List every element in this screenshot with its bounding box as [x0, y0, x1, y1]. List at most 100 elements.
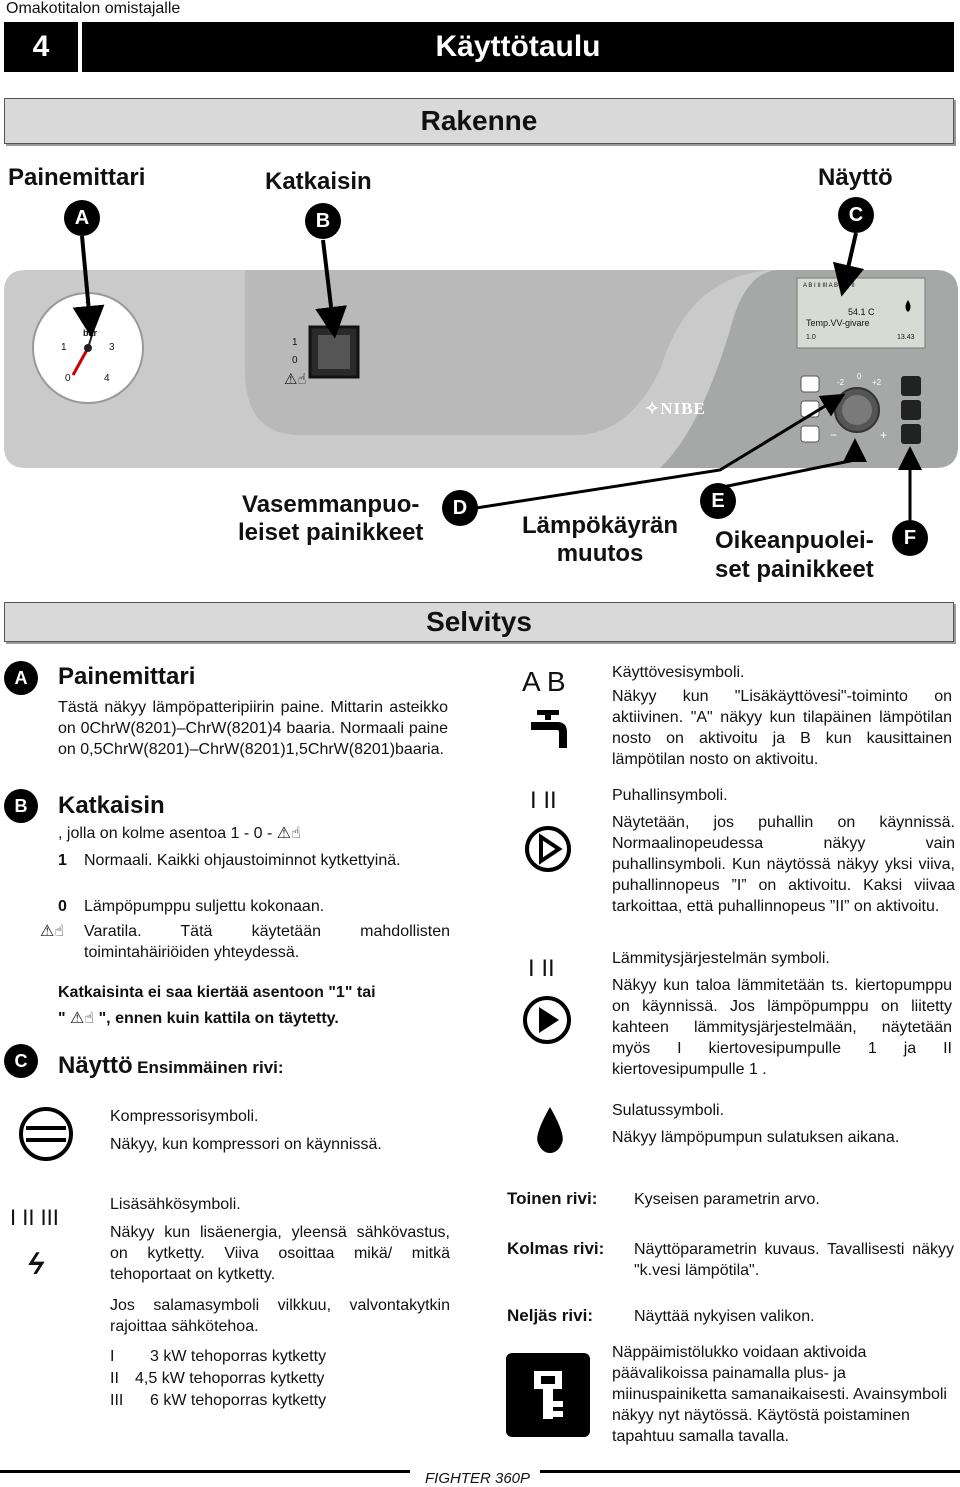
text-pressure-gauge: Tästä näkyy lämpöpatteripiirin paine. Mi…	[58, 699, 448, 758]
switch-item1-key: 1	[58, 852, 67, 869]
label-right-buttons: Oikeanpuolei- set painikkeet	[715, 527, 874, 583]
text-switch-intro: , jolla on kolme asentoa 1 - 0 - ⚠☝	[58, 823, 301, 844]
chapter-number: 4	[32, 30, 50, 63]
heating-title: Lämmitysjärjestelmän symboli.	[612, 950, 830, 967]
electric-title: Lisäsähkösymboli.	[110, 1196, 241, 1213]
electric-step-text-1: 3 kW tehoporras kytketty	[150, 1348, 327, 1365]
heading-switch: Katkaisin	[58, 792, 165, 819]
letter-badge-c-explanation: C	[4, 1044, 38, 1078]
letter-badge-b-explanation: B	[4, 789, 38, 823]
row2-text: Kyseisen parametrin arvo.	[634, 1191, 820, 1208]
electric-steps-icon-label: I II III	[10, 1205, 59, 1230]
key-lock-icon	[506, 1353, 590, 1437]
heating-text: Näkyy kun taloa lämmitetään ts. kiertopu…	[612, 977, 952, 1078]
section-title-structure: Rakenne	[4, 98, 954, 144]
label-switch: Katkaisin	[265, 168, 372, 195]
fan-title: Puhallinsymboli.	[612, 787, 728, 804]
chapter-title: Käyttötaulu	[435, 30, 601, 63]
display-row1: A B I II III A B I II I II	[803, 283, 855, 289]
display-row4-left: 1.0	[806, 334, 816, 341]
gauge-tick-0: 0	[65, 373, 71, 384]
chapter-bar	[4, 22, 954, 72]
gauge-tick-3: 3	[109, 342, 115, 353]
footer-rule-right	[540, 1470, 960, 1473]
tap-icon	[531, 710, 567, 748]
letter-badge-b: B	[305, 203, 341, 239]
electric-step-text-2: 4,5 kW tehoporras kytketty	[135, 1370, 325, 1387]
display-title: Näyttö	[58, 1052, 133, 1079]
heading-display: Näyttö Ensimmäinen rivi:	[58, 1052, 284, 1080]
section-title-explanation: Selvitys	[4, 602, 954, 642]
circulation-pump-icon	[523, 996, 571, 1044]
defrost-title: Sulatussymboli.	[612, 1102, 725, 1119]
switch-intro-text: , jolla on kolme asentoa 1 - 0 -	[58, 825, 273, 842]
warning-hand-icon: ⚠☝	[70, 1010, 95, 1027]
switch-mark-1: 1	[292, 337, 298, 348]
dial-label-zero: 0	[857, 372, 862, 381]
electric-step-text-3: 6 kW tehoporras kytketty	[150, 1392, 327, 1409]
fan-icon-label: I II	[530, 787, 557, 814]
dial-label-minus2: -2	[837, 378, 845, 387]
label-left-buttons: Vasemmanpuo- leiset painikkeet	[238, 491, 424, 546]
hot-water-title: Käyttövesisymboli.	[612, 664, 745, 681]
fan-text: Näytetään, jos puhallin on käynnissä. No…	[612, 814, 955, 915]
electric-step-key-1: I	[110, 1348, 115, 1365]
label-display: Näyttö	[818, 164, 893, 191]
dial-label-plus: +	[880, 428, 888, 442]
compressor-text: Näkyy, kun kompressori on käynnissä.	[110, 1136, 382, 1153]
row4-text: Näyttää nykyisen valikon.	[634, 1308, 815, 1325]
letter-badge-f: F	[892, 520, 928, 556]
brand-logo: ✧NIBE	[645, 399, 706, 418]
switch-mark-0: 0	[292, 355, 298, 366]
display-row3: Temp.VV-givare	[806, 318, 870, 328]
display-subtitle: Ensimmäinen rivi:	[137, 1058, 284, 1077]
switch-warning-line1: Katkaisinta ei saa kiertää asentoon "1" …	[58, 984, 376, 1001]
footer-rule-left	[0, 1470, 410, 1473]
brand-text: NIBE	[660, 399, 706, 418]
heading-pressure-gauge: Painemittari	[58, 663, 196, 690]
label-heat-curve: Lämpökäyrän muutos	[522, 512, 679, 567]
warning-quote-open: "	[58, 1010, 66, 1027]
row3-label: Kolmas rivi:	[507, 1239, 605, 1258]
dial-label-plus2: +2	[872, 378, 882, 387]
heating-icon-label: I II	[528, 955, 555, 982]
switch-warn-text: Varatila. Tätä käytetään mahdollisten to…	[84, 923, 450, 961]
lightning-icon: ϟ	[23, 1248, 49, 1281]
electric-step-key-2: II	[110, 1370, 119, 1387]
letter-badge-a: A	[64, 200, 100, 236]
label-pressure-gauge: Painemittari	[8, 164, 146, 191]
defrost-drop-icon	[537, 1107, 563, 1153]
gauge-tick-1: 1	[61, 342, 67, 353]
electric-step-key-3: III	[110, 1392, 124, 1409]
switch-item1-text: Normaali. Kaikki ohjaustoiminnot kytkett…	[84, 852, 401, 869]
row4-label: Neljäs rivi:	[507, 1306, 593, 1325]
control-panel-illustration	[4, 270, 958, 468]
fan-icon	[525, 826, 571, 872]
compressor-title: Kompressorisymboli.	[110, 1108, 259, 1125]
display-row2: 54.1 C	[848, 307, 875, 317]
letter-badge-a-explanation: A	[4, 661, 38, 695]
electric-text2: Jos salamasymboli vilkkuu, valvontakytki…	[110, 1297, 450, 1335]
electric-text1: Näkyy kun lisäenergia, yleensä sähkövast…	[110, 1224, 450, 1283]
letter-badge-d: D	[442, 490, 478, 526]
warning-hand-icon: ⚠☝	[284, 371, 307, 388]
document-header-label: Omakotitalon omistajalle	[6, 0, 181, 17]
chapter-separator	[78, 22, 82, 72]
warning-quote-close: ", ennen kuin kattila on täytetty.	[98, 1010, 339, 1027]
callout-arrows	[72, 232, 922, 520]
switch-warning-line2: " ⚠☝ ", ennen kuin kattila on täytetty.	[58, 1008, 339, 1029]
switch-item0-text: Lämpöpumppu suljettu kokonaan.	[84, 898, 325, 915]
key-lock-text: Näppäimistölukko voidaan aktivoida pääva…	[612, 1344, 947, 1445]
gauge-tick-4: 4	[104, 373, 110, 384]
warning-hand-icon: ⚠☝	[40, 923, 65, 940]
footer-model: FIGHTER 360P	[425, 1470, 531, 1487]
hot-water-text: Näkyy kun "Lisäkäyttövesi"-toiminto on a…	[612, 688, 952, 768]
row3-text: Näyttöparametrin kuvaus. Tavallisesti nä…	[634, 1241, 954, 1279]
switch-item0-key: 0	[58, 898, 67, 915]
compressor-icon	[19, 1107, 73, 1161]
defrost-text: Näkyy lämpöpumpun sulatuksen aikana.	[612, 1129, 900, 1146]
letter-badge-c: C	[838, 197, 874, 233]
letter-badge-e: E	[700, 483, 736, 519]
row2-label: Toinen rivi:	[507, 1189, 598, 1208]
warning-hand-icon: ⚠☝	[276, 825, 301, 842]
